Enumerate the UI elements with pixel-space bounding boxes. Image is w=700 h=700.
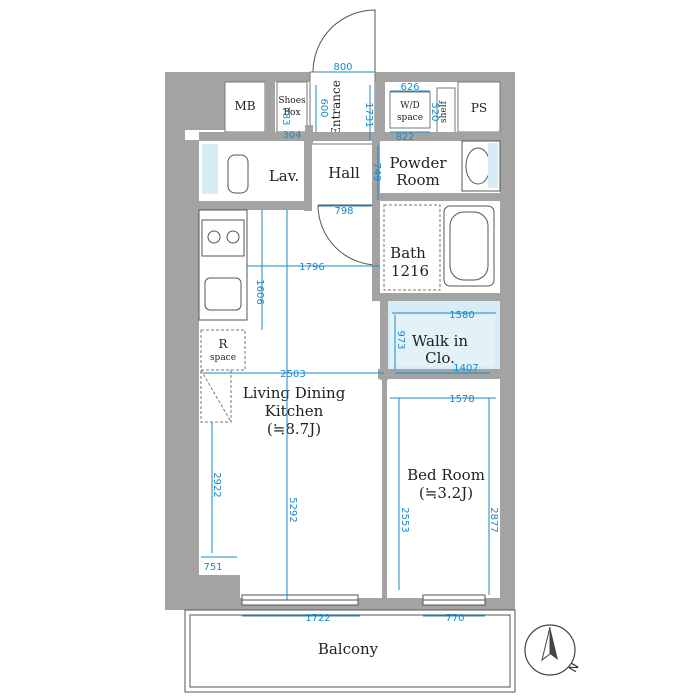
r-space: R space	[200, 329, 246, 423]
dim-shoes-h: 783	[280, 106, 291, 125]
balcony: Balcony	[184, 609, 516, 693]
lav: Lav.	[199, 141, 312, 211]
dim-shoes-w: 304	[282, 130, 301, 141]
dim-1606: 1606	[254, 279, 265, 304]
shoes-label-2: Box	[283, 108, 300, 118]
dim-1580: 1580	[449, 310, 474, 321]
dim-1722: 1722	[305, 613, 330, 624]
dim-entrance-width: 800	[333, 62, 352, 73]
dim-2877: 2877	[488, 507, 499, 532]
dim-770: 770	[445, 613, 464, 624]
bedroom-label-2: (≒3.2J)	[419, 484, 473, 502]
dim-1578: 1578	[449, 394, 474, 405]
walk-in-closet: Walk in Clo.	[385, 301, 500, 369]
dim-798: 798	[334, 206, 353, 217]
shoes-box: Shoes Box	[276, 81, 308, 133]
toilet-icon	[227, 154, 249, 194]
ldk-label-3: (≒8.7J)	[267, 420, 321, 438]
lav-label: Lav.	[269, 167, 299, 185]
balcony-label: Balcony	[318, 640, 379, 658]
ldk: Living Dining Kitchen (≒8.7J)	[243, 384, 346, 438]
walkin-label-2: Clo.	[425, 349, 455, 367]
compass-needle-icon	[550, 627, 558, 660]
wd-label-2: space	[397, 113, 423, 123]
north-label: N	[566, 661, 581, 675]
entrance-label: Entrance	[329, 80, 343, 136]
dim-wd-depth: 822	[395, 132, 414, 143]
dim-1796: 1796	[299, 262, 324, 273]
r-space-label: space	[210, 353, 236, 363]
shoes-label-1: Shoes	[278, 96, 306, 106]
dim-973: 973	[395, 330, 406, 349]
sink-icon	[465, 147, 491, 185]
dim-1407: 1407	[453, 363, 478, 374]
powder-label-1: Powder	[389, 154, 447, 172]
walkin-label-1: Walk in	[412, 332, 469, 350]
wd-label-1: W/D	[400, 101, 420, 111]
hall-label: Hall	[328, 164, 360, 182]
dim-751: 751	[203, 562, 222, 573]
ldk-label-1: Living Dining	[243, 384, 346, 402]
entrance-door-swing	[312, 9, 376, 73]
dim-wd-w: 626	[400, 82, 419, 93]
ps-label: PS	[471, 101, 487, 115]
dim-1731: 1731	[363, 102, 374, 127]
dim-5292: 5292	[287, 497, 298, 522]
dim-2922: 2922	[211, 472, 222, 497]
bedroom-label-1: Bed Room	[407, 466, 485, 484]
windows	[241, 594, 486, 606]
dim-wd-h: 520	[429, 102, 440, 121]
shelf: shelf	[436, 87, 456, 134]
stove-burner-icon-2	[226, 230, 240, 244]
dim-2553: 2553	[399, 507, 410, 532]
mb-label: MB	[234, 99, 255, 113]
bedroom: Bed Room (≒3.2J)	[407, 466, 485, 502]
bath-label-1: Bath	[390, 244, 426, 262]
hall: Hall	[317, 164, 379, 266]
bath-label-2: 1216	[391, 262, 429, 280]
bath: Bath 1216	[380, 201, 500, 296]
dim-entrance-depth: 600	[318, 98, 329, 117]
kitchen-sink-icon	[204, 277, 242, 311]
dimension-lines: 800 783 304 600 1731 626 520 822 749 798…	[201, 62, 499, 624]
mb-shaft: MB	[224, 81, 275, 133]
hall-door-swing	[317, 204, 379, 266]
r-label: R	[218, 337, 228, 351]
powder-label-2: Room	[396, 171, 440, 189]
stove-burner-icon	[207, 230, 221, 244]
ldk-label-2: Kitchen	[265, 402, 324, 420]
kitchen-counter	[198, 209, 248, 321]
powder-room: Powder Room	[389, 140, 501, 192]
dim-2503: 2503	[280, 369, 305, 380]
shelf-label: shelf	[439, 100, 449, 123]
ps-shaft: PS	[457, 81, 501, 133]
compass: N	[524, 624, 582, 676]
wd-space: W/D space	[375, 82, 431, 132]
dim-749: 749	[371, 162, 382, 181]
